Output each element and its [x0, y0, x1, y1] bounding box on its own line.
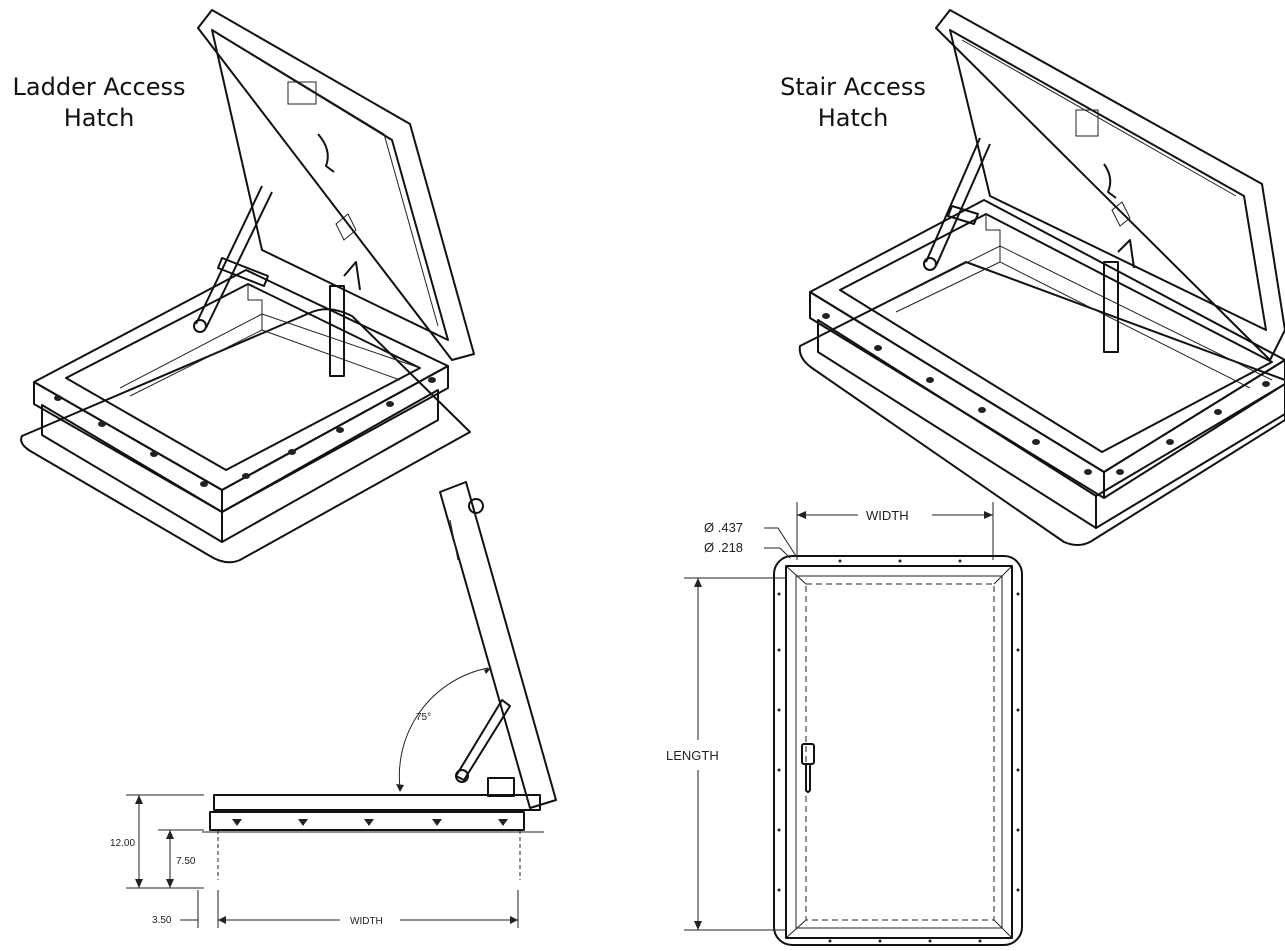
ladder-lid-inner	[211, 29, 449, 341]
height-curb-label: 7.50	[176, 856, 196, 867]
stair-curb-left-wall	[817, 319, 1097, 529]
side-width-label: WIDTH	[350, 916, 383, 927]
ladder-gas-spring	[329, 285, 345, 377]
side-lid-closed-line	[213, 794, 541, 811]
ladder-lid-latch	[287, 81, 317, 105]
angle-arc	[398, 667, 489, 789]
stair-gas-spring	[1103, 261, 1119, 353]
side-capflashing	[209, 811, 525, 831]
ladder-hatch-iso	[20, 9, 475, 564]
stair-bolts	[822, 313, 1270, 475]
hole-outer-dim: Ø .437	[704, 520, 743, 535]
ladder-lid	[197, 9, 475, 361]
plan-curb-outline	[785, 565, 1013, 939]
height-total-label: 12.00	[110, 838, 135, 849]
side-lid-open	[439, 481, 557, 809]
plan-flange-outline	[773, 555, 1023, 946]
ladder-lid-label	[335, 213, 357, 241]
plan-holes	[777, 559, 1020, 943]
ladder-side-view: 75° 12.00 7.50 3.50 WIDTH	[110, 481, 557, 928]
side-bolts	[232, 819, 508, 826]
ladder-access-hatch-title: Ladder Access Hatch	[12, 73, 186, 132]
ladder-support-arm	[195, 185, 273, 329]
plan-length-label: LENGTH	[666, 748, 719, 763]
flange-label: 3.50	[152, 915, 172, 926]
ladder-frame-inner	[65, 283, 421, 471]
plan-frame	[795, 575, 1003, 929]
angle-label: 75°	[416, 712, 431, 723]
stair-frame-inner	[839, 213, 1273, 453]
stair-frame-top	[809, 199, 1285, 473]
stair-lid-label	[1111, 201, 1131, 227]
ladder-bolts	[54, 377, 436, 487]
side-support-arm	[455, 699, 511, 781]
stair-support-arm	[925, 137, 991, 267]
plan-opening-dashed	[805, 583, 995, 921]
stair-lid-inner	[949, 29, 1267, 331]
plan-width-label: WIDTH	[866, 508, 909, 523]
ladder-capflashing-right	[221, 365, 449, 513]
hole-inner-dim: Ø .218	[704, 540, 743, 555]
ladder-frame-top	[33, 269, 449, 491]
plan-handle	[801, 743, 815, 793]
ladder-lid-handle	[317, 133, 335, 173]
ladder-curb-right-wall	[221, 389, 439, 543]
stair-hatch-iso	[798, 9, 1285, 546]
stair-flange	[798, 261, 1285, 546]
stair-lid-handle	[1103, 163, 1117, 199]
stair-plan-view: WIDTH LENGTH Ø .437 Ø .218	[666, 502, 1023, 946]
stair-access-hatch-title: Stair Access Hatch	[780, 73, 926, 132]
stair-lid-latch	[1075, 109, 1099, 137]
